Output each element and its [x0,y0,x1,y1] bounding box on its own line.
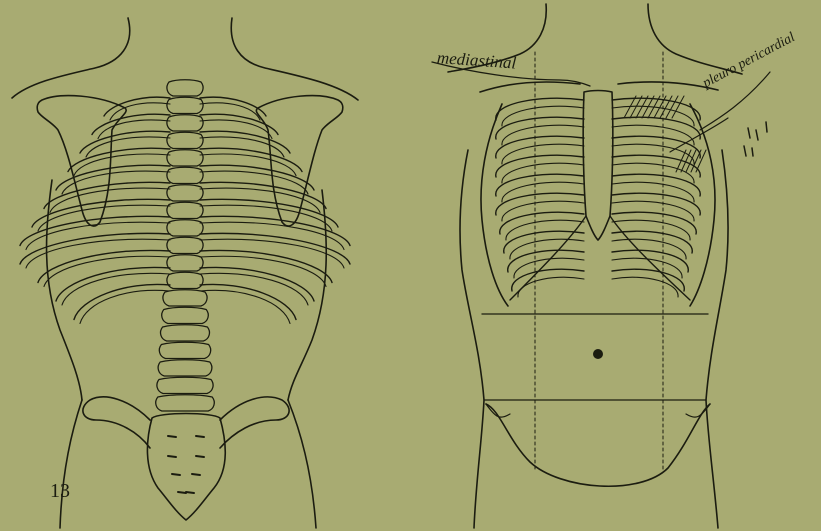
front-rib-left-4 [496,155,584,177]
back-rib-right-7 [200,199,338,227]
vertebra-14 [162,307,209,323]
front-ribcage-right [690,104,715,306]
umbilicus [593,349,603,359]
vertebra-9 [167,220,203,236]
vertebra-7 [167,185,203,201]
hatch-mark-2 [630,96,642,118]
front-rib-left-2 [496,117,584,139]
hatch-mark-lower-4 [691,150,701,172]
hatch-mark-lower-5 [696,150,706,172]
back-spine [156,80,215,411]
vertebra-13 [163,290,207,306]
back-rib-right-4 [200,148,302,171]
vertebra-5 [167,150,203,166]
left-iliac-crest [83,397,150,448]
sternum [583,91,613,241]
back-rib-left-5 [56,165,170,190]
front-rib-right-7 [612,212,696,234]
vertebra-17 [158,360,212,376]
front-rib-left-10-inner [518,277,584,297]
back-rib-right-10 [200,250,332,282]
back-rib-right-10-inner [200,256,326,286]
front-rib-right-2 [612,117,700,139]
sacral-foramen-7 [178,492,186,493]
back-rib-left-9 [20,233,170,264]
vertebra-1 [167,80,203,96]
left-clavicle [480,82,580,92]
back-rib-left-7 [32,199,170,227]
back-rib-right-9 [200,233,350,264]
back-rib-left-11-inner [62,273,170,305]
back-neck-outline-right [231,18,358,100]
vertebra-2 [167,97,203,113]
back-rib-left-10-inner [44,256,170,286]
sacral-foramen-8 [186,492,194,493]
back-rib-right-1 [200,97,266,116]
back-right-hip [288,400,316,528]
vertebra-3 [167,115,203,131]
hatch-mark-lower-3 [686,150,696,172]
right-scapula [256,96,342,226]
sacral-foramen-6 [192,474,200,475]
front-rib-right-3 [612,136,700,158]
front-rib-left-1 [496,98,584,120]
back-rib-left-12 [74,284,170,319]
vertebra-4 [167,132,203,148]
sacral-foramen-5 [172,474,180,475]
back-rib-left-4 [68,148,170,171]
back-rib-right-12-inner [200,290,290,323]
vertebra-11 [167,255,203,271]
front-ribcage-left [481,104,508,306]
back-rib-left-8 [20,216,170,245]
vertebra-18 [157,377,213,393]
back-rib-right-11-inner [200,273,308,305]
back-neck-outline [12,18,130,98]
back-rib-right-8 [200,216,350,245]
vertebra-16 [159,342,210,358]
front-ribs [496,98,700,297]
front-rib-left-3 [496,136,584,158]
front-rib-left-7 [500,212,584,234]
groin-curve [486,404,710,486]
left-costal-margin [510,216,586,300]
right-iliac-crest [220,397,289,448]
hatch-mark-8 [666,96,678,118]
front-rib-right-6 [612,193,700,215]
sacral-foramina [168,436,204,493]
back-rib-right-1-inner [200,103,260,120]
back-rib-left-12-inner [80,290,170,323]
vertebra-10 [167,237,203,253]
vertebra-8 [167,202,203,218]
vertebra-15 [161,325,210,341]
sacral-foramen-4 [196,456,204,457]
back-view-figure [12,18,358,528]
sacrum [147,414,225,521]
back-rib-right-6 [200,182,326,208]
front-rib-right-5 [612,174,700,196]
vertebra-19 [156,395,215,411]
hatch-mark-3 [636,96,648,118]
figure-number: 13 [50,480,70,503]
back-left-hip [60,400,82,528]
back-rib-left-10 [38,250,170,282]
back-rib-right-12 [200,284,296,319]
back-rib-right-5 [200,165,314,190]
back-rib-left-1 [104,97,170,116]
back-rib-right-9-inner [200,239,344,268]
vertebra-12 [167,272,203,288]
vertebra-6 [167,167,203,183]
sacral-foramen-3 [168,456,176,457]
hatch-mark-9 [672,96,684,118]
front-rib-left-6 [496,193,584,215]
sacral-foramen-1 [168,436,176,437]
front-rib-left-5 [496,174,584,196]
pleuro-ticks [744,122,767,156]
sacral-foramen-2 [196,436,204,437]
front-torso-right-edge [706,150,728,528]
